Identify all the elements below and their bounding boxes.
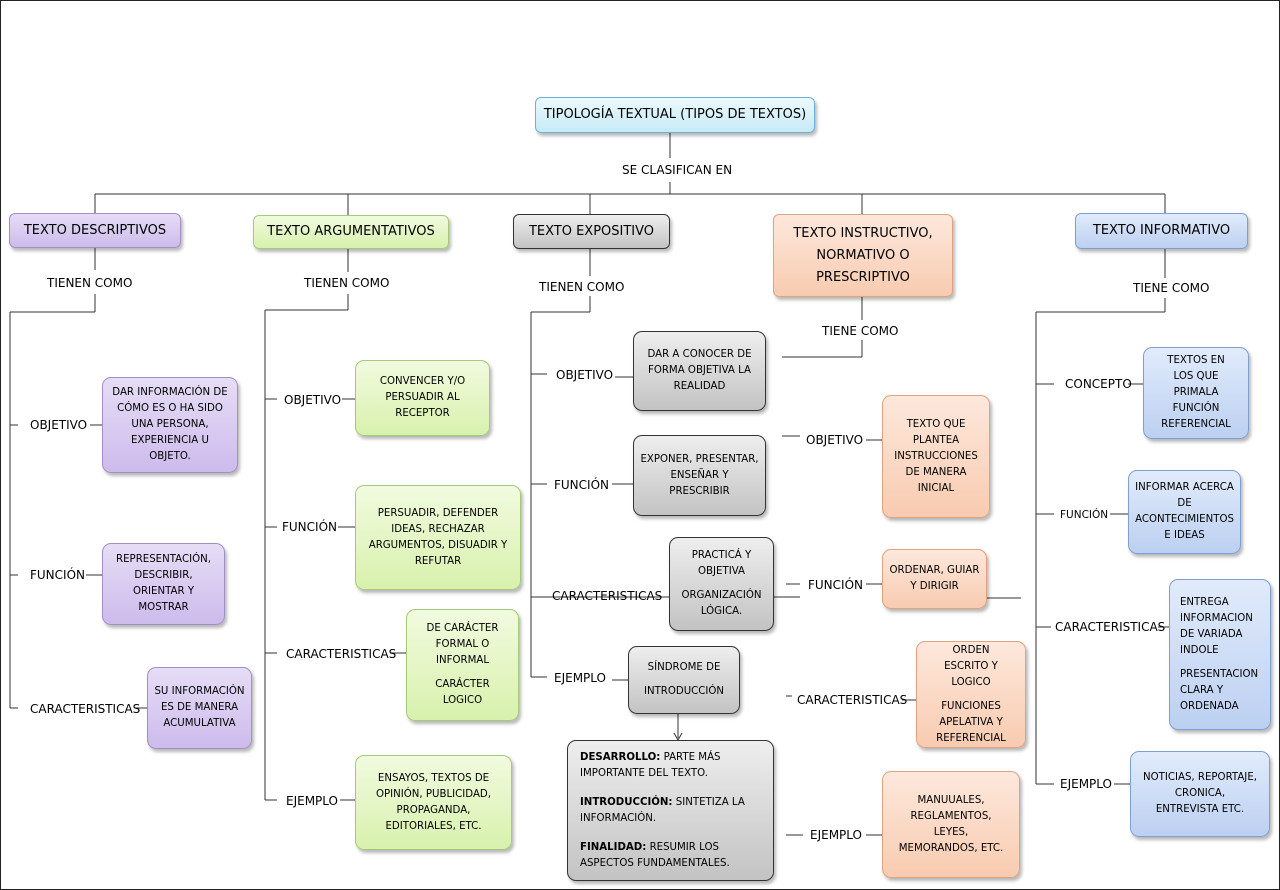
descriptivos-funcion-text: REPRESENTACIÓN, DESCRIBIR, ORIENTAR Y MO… [116,554,211,613]
expositivo-detalle-box: DESARROLLO: PARTE MÁS IMPORTANTE DEL TEX… [567,740,774,881]
informativo-ejemplo-box: NOTICIAS, REPORTAJE, CRONICA, ENTREVISTA… [1130,751,1270,837]
informativo-funcion-label: FUNCIÓN [1060,509,1109,521]
descriptivos-objetivo-text: DAR INFORMACIÓN DE CÓMO ES O HA SIDO UNA… [112,387,228,462]
descriptivos-caracteristicas-text: SU INFORMACIÓN ES DE MANERA ACUMULATIVA [154,686,245,729]
expositivo-funcion-box: EXPONER, PRESENTAR, ENSEÑAR Y PRESCRIBIR [633,435,766,516]
informativo-concepto-box: TEXTOS EN LOS QUE PRIMALA FUNCIÓN REFERE… [1143,347,1249,439]
instructivo-funcion-box: ORDENAR, GUIAR Y DIRIGIR [882,549,987,609]
argumentativos-objetivo-text: CONVENCER Y/O PERSUADIR AL RECEPTOR [379,376,466,419]
instructivo-objetivo-text: TEXTO QUE PLANTEA INSTRUCCIONES DE MANER… [894,418,978,494]
instructivo-ejemplo-text: MANUUALES, REGLAMENTOS, LEYES, MEMORANDO… [898,794,1004,854]
detalle-finalidad-text: RESUMIR LOS ASPECTOS FUNDAMENTALES. [580,841,730,869]
informativo-header: TEXTO INFORMATIVO [1075,213,1248,249]
informativo-header-text: TEXTO INFORMATIVO [1092,223,1231,238]
informativo-caracteristicas-text-1: ENTREGA INFORMACION DE VARIADA INDOLE [1180,596,1253,656]
detalle-desarrollo-label: DESARROLLO: [580,751,661,763]
argumentativos-ejemplo-box: ENSAYOS, TEXTOS DE OPINIÓN, PUBLICIDAD, … [355,755,512,850]
informativo-ejemplo-text: NOTICIAS, REPORTAJE, CRONICA, ENTREVISTA… [1143,772,1257,815]
instructivo-ejemplo-box: MANUUALES, REGLAMENTOS, LEYES, MEMORANDO… [882,771,1020,878]
instructivo-funcion-label: FUNCIÓN [808,578,864,592]
expositivo-objetivo-label: OBJETIVO [556,368,614,382]
main-connector-label: SE CLASIFICAN EN [622,163,733,177]
informativo-ejemplo-label: EJEMPLO [1060,777,1112,791]
instructivo-funcion-text: ORDENAR, GUIAR Y DIRIGIR [889,565,980,592]
instructivo-header-text: TEXTO INSTRUCTIVO, NORMATIVO O PRESCRIPT… [793,225,933,285]
instructivo-header: TEXTO INSTRUCTIVO, NORMATIVO O PRESCRIPT… [773,214,953,297]
informativo-funcion-text: INFORMAR ACERCA DE ACONTECIMIENTOS E IDE… [1135,482,1234,541]
expositivo-ejemplo-box: SÍNDROME DE INTRODUCCIÓN [628,646,740,714]
descriptivos-caracteristicas-label: CARACTERISTICAS [30,702,141,716]
detalle-finalidad-label: FINALIDAD: [580,841,647,853]
argumentativos-caracteristicas-text-1: DE CARÁCTER FORMAL O INFORMAL [426,623,499,666]
argumentativos-caracteristicas-box: DE CARÁCTER FORMAL O INFORMAL CARÁCTER L… [406,609,519,721]
title-text: TIPOLOGÍA TEXTUAL (TIPOS DE TEXTOS) [543,107,807,122]
detalle-finalidad: FINALIDAD: RESUMIR LOS ASPECTOS FUNDAMEN… [580,840,761,872]
argumentativos-ejemplo-label: EJEMPLO [286,794,338,808]
expositivo-funcion-text: EXPONER, PRESENTAR, ENSEÑAR Y PRESCRIBIR [640,453,759,497]
expositivo-objetivo-text: DAR A CONOCER DE FORMA OBJETIVA LA REALI… [647,349,752,392]
instructivo-objetivo-label: OBJETIVO [806,433,864,447]
expositivo-caracteristicas-label: CARACTERISTICAS [552,589,663,603]
expositivo-funcion-label: FUNCIÓN [554,478,610,492]
instructivo-objetivo-box: TEXTO QUE PLANTEA INSTRUCCIONES DE MANER… [882,395,990,518]
descriptivos-connector-label: TIENEN COMO [47,276,133,290]
detalle-introduccion-label: INTRODUCCIÓN: [580,796,673,808]
descriptivos-funcion-label: FUNCIÓN [30,568,86,582]
expositivo-ejemplo-label: EJEMPLO [554,671,606,685]
detalle-introduccion: INTRODUCCIÓN: SINTETIZA LA INFORMACIÓN. [580,795,761,827]
expositivo-header-text: TEXTO EXPOSITIVO [528,223,655,239]
descriptivos-caracteristicas-box: SU INFORMACIÓN ES DE MANERA ACUMULATIVA [147,667,252,749]
informativo-concepto-label: CONCEPTO [1065,377,1132,391]
argumentativos-funcion-text: PERSUADIR, DEFENDER IDEAS, RECHAZAR ARGU… [368,507,508,567]
detalle-desarrollo-text: PARTE MÁS IMPORTANTE DEL TEXTO. [580,751,721,779]
argumentativos-caracteristicas-text-2: CARÁCTER LOGICO [435,679,490,706]
expositivo-caracteristicas-text-2: ORGANIZACIÓN LÓGICA. [681,590,762,617]
expositivo-objetivo-box: DAR A CONOCER DE FORMA OBJETIVA LA REALI… [633,331,766,411]
descriptivos-header: TEXTO DESCRIPTIVOS [9,213,181,248]
instructivo-connector-label: TIENE COMO [822,324,899,338]
informativo-caracteristicas-text-2: PRESENTACION CLARA Y ORDENADA [1180,668,1259,712]
argumentativos-caracteristicas-label: CARACTERISTICAS [286,647,397,661]
informativo-concepto-text: TEXTOS EN LOS QUE PRIMALA FUNCIÓN REFERE… [1161,355,1231,430]
instructivo-caracteristicas-label: CARACTERISTICAS [797,693,908,707]
expositivo-caracteristicas-text-1: PRACTICÁ Y OBJETIVA [691,550,752,577]
informativo-caracteristicas-box: ENTREGA INFORMACION DE VARIADA INDOLE PR… [1169,579,1271,730]
descriptivos-objetivo-box: DAR INFORMACIÓN DE CÓMO ES O HA SIDO UNA… [102,377,238,473]
argumentativos-objetivo-box: CONVENCER Y/O PERSUADIR AL RECEPTOR [355,360,490,436]
expositivo-ejemplo-text-2: INTRODUCCIÓN [643,686,725,697]
expositivo-caracteristicas-box: PRACTICÁ Y OBJETIVA ORGANIZACIÓN LÓGICA. [669,537,774,631]
instructivo-caracteristicas-text-1: ORDEN ESCRITO Y LOGICO [944,644,998,688]
detalle-desarrollo: DESARROLLO: PARTE MÁS IMPORTANTE DEL TEX… [580,750,761,782]
argumentativos-header: TEXTO ARGUMENTATIVOS [253,215,449,249]
expositivo-ejemplo-text-1: SÍNDROME DE [647,662,721,673]
descriptivos-funcion-box: REPRESENTACIÓN, DESCRIBIR, ORIENTAR Y MO… [102,543,225,625]
detalle-introduccion-text: SINTETIZA LA INFORMACIÓN. [580,796,745,824]
argumentativos-ejemplo-text: ENSAYOS, TEXTOS DE OPINIÓN, PUBLICIDAD, … [375,772,491,832]
title-box: TIPOLOGÍA TEXTUAL (TIPOS DE TEXTOS) [535,97,815,133]
expositivo-header: TEXTO EXPOSITIVO [513,214,670,249]
argumentativos-connector-label: TIENEN COMO [304,276,390,290]
descriptivos-objetivo-label: OBJETIVO [30,418,88,432]
descriptivos-header-text: TEXTO DESCRIPTIVOS [23,222,167,238]
informativo-connector-label: TIENE COMO [1133,281,1210,295]
informativo-caracteristicas-label: CARACTERISTICAS [1055,620,1166,634]
informativo-funcion-box: INFORMAR ACERCA DE ACONTECIMIENTOS E IDE… [1128,470,1241,554]
argumentativos-objetivo-label: OBJETIVO [284,393,342,407]
instructivo-ejemplo-label: EJEMPLO [810,828,862,842]
instructivo-caracteristicas-text-2: FUNCIONES APELATIVA Y REFERENCIAL [936,700,1006,744]
argumentativos-header-text: TEXTO ARGUMENTATIVOS [267,224,435,239]
argumentativos-funcion-label: FUNCIÓN [282,520,338,534]
expositivo-connector-label: TIENEN COMO [539,280,625,294]
instructivo-caracteristicas-box: ORDEN ESCRITO Y LOGICO FUNCIONES APELATI… [916,641,1026,748]
argumentativos-funcion-box: PERSUADIR, DEFENDER IDEAS, RECHAZAR ARGU… [355,485,521,590]
